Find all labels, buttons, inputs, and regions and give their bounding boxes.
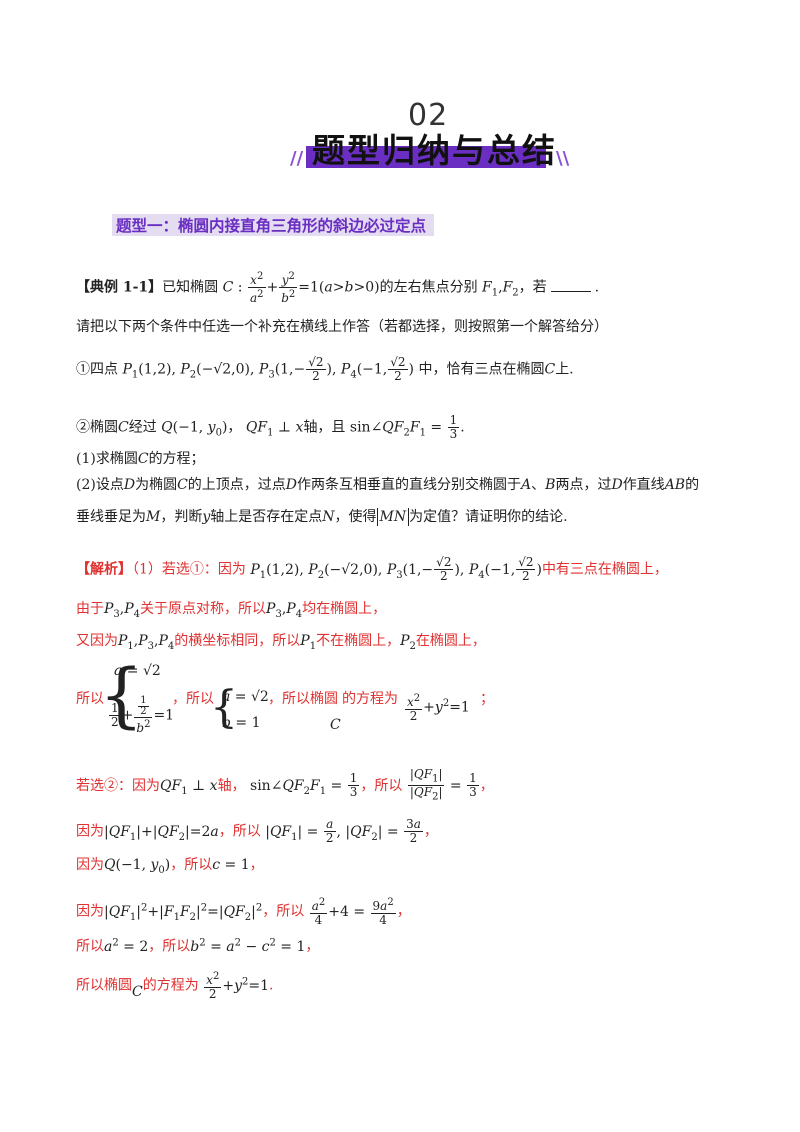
system-eq-1: a = √2 [114, 663, 161, 679]
solution-text: 因为 [76, 823, 104, 840]
solution-text: ， [396, 903, 411, 920]
banner-left-deco: // [290, 148, 304, 169]
example-text: ，使得 [334, 509, 377, 525]
example-text: ，判断 [160, 509, 203, 525]
question-2-line-1: (2)设点D为椭圆C的上顶点，过点D作两条互相垂直的直线分别交椭圆于A、B两点，… [76, 477, 700, 493]
example-tag: 【典例 1-1】 [76, 279, 163, 296]
solution-text: 若选②：因为 [76, 777, 160, 794]
example-text: ①四点 [76, 361, 118, 378]
section-title: 题型一：椭圆内接直角三角形的斜边必过定点 [116, 217, 427, 235]
solution-text: ，所以 [170, 857, 213, 873]
example-instruction: 请把以下两个条件中任选一个补充在横线上作答（若都选择，则按照第一个解答给分） [76, 319, 608, 335]
example-text: 中，恰有三点在椭圆 [418, 361, 545, 378]
example-text: ②椭圆 [76, 419, 118, 436]
solution-tag: 【解析】 [76, 561, 132, 578]
left-brace-2: { [210, 682, 238, 733]
solution-text: ，所以 [360, 777, 403, 794]
banner-number: 02 [408, 98, 449, 133]
system-2-eq-1: a = √2 [222, 689, 269, 705]
example-text: 的左右焦点分别 [379, 279, 478, 296]
question-1: (1)求椭圆C的方程； [76, 451, 205, 467]
ellipse-name: C [330, 717, 341, 733]
solution-line-4-b: ，所以 [172, 691, 214, 707]
solution-text: 所以椭圆 [76, 977, 132, 994]
solution-text: 在椭圆上， [415, 633, 486, 649]
example-text: (2)设点 [76, 477, 124, 493]
solution-text: 因为 [76, 903, 104, 920]
solution-text: 的方程为 [142, 977, 199, 994]
solution-text: ，所以 [262, 903, 305, 920]
example-text: 两点，过 [555, 477, 612, 493]
solution-line-3: 又因为P1,P3,P4的横坐标相同，所以P1不在椭圆上，P2在椭圆上， [76, 633, 486, 652]
solution-text: ，所以 [148, 938, 191, 955]
solution-text: 所以 [76, 938, 104, 955]
condition-2: ②椭圆C经过 Q(−1, y0)， QF1 ⊥ x轴，且 sin∠QF2F1 =… [76, 413, 465, 441]
solution-text: . [269, 977, 274, 994]
solution-text: ， [249, 857, 264, 873]
banner-bar [306, 146, 546, 168]
solution-text: （1）若选①：因为 [132, 561, 246, 578]
solution-line-4-e: ； [480, 691, 494, 707]
example-text: 已知椭圆 [162, 279, 219, 296]
left-brace: { [99, 654, 144, 736]
solution-line-7: 因为Q(−1, y0)，所以c = 1， [76, 857, 264, 876]
solution-line-4-d: 的方程为 [342, 691, 398, 707]
example-text: 经过 [128, 419, 157, 436]
solution-text: ， [423, 823, 438, 840]
example-text: 垂线垂足为 [76, 509, 146, 525]
section-title-background [112, 214, 434, 236]
example-text: (1)求椭圆 [76, 451, 138, 467]
example-text: 为定值？请证明你的结论. [409, 509, 568, 525]
solution-line-4-label: 所以 [76, 691, 104, 707]
solution-text: ，所以 [218, 823, 261, 840]
example-text: 轴，且 [303, 419, 346, 436]
answer-blank [550, 279, 591, 292]
solution-line-4-c: ，所以椭圆 [268, 691, 338, 707]
solution-line-2: 由于P3,P4关于原点对称，所以P3,P4均在椭圆上， [76, 601, 387, 620]
banner-title: 题型归纳与总结 [312, 131, 557, 170]
solution-text: 均在椭圆上， [302, 601, 387, 617]
example-text: 为椭圆 [135, 477, 178, 493]
system-2-eq-2: b = 1 [222, 715, 261, 731]
solution-text: 轴， [217, 777, 246, 794]
solution-text: 中有三点在椭圆上， [541, 561, 668, 578]
solution-line-9: 所以a2 = 2，所以b2 = a2 − c2 = 1， [76, 937, 320, 955]
solution-text: 又因为 [76, 633, 118, 649]
example-text: 作两条互相垂直的直线分别交椭圆于 [297, 477, 522, 493]
solution-text: 不在椭圆上， [316, 633, 401, 649]
solution-line-1: 【解析】（1）若选①：因为 P1(1,2), P2(−√2,0), P3(1,−… [76, 555, 668, 583]
banner-right-deco: \\ [556, 148, 570, 169]
example-text: 上. [555, 361, 574, 378]
example-text: 作直线 [622, 477, 665, 493]
example-text: 的 [685, 477, 700, 493]
example-text: 的上顶点，过点 [187, 477, 286, 493]
example-text: 的方程； [148, 451, 205, 467]
solution-text: 的横坐标相同，所以 [174, 633, 301, 649]
example-text: 轴上是否存在定点 [210, 509, 323, 525]
example-text: ，若 [518, 279, 547, 296]
solution-text: 因为 [76, 857, 104, 873]
solution-text: 关于原点对称，所以 [140, 601, 267, 617]
solution-text: 由于 [76, 601, 104, 617]
solution-text: ， [305, 938, 320, 955]
solution-text: ， [479, 777, 494, 794]
